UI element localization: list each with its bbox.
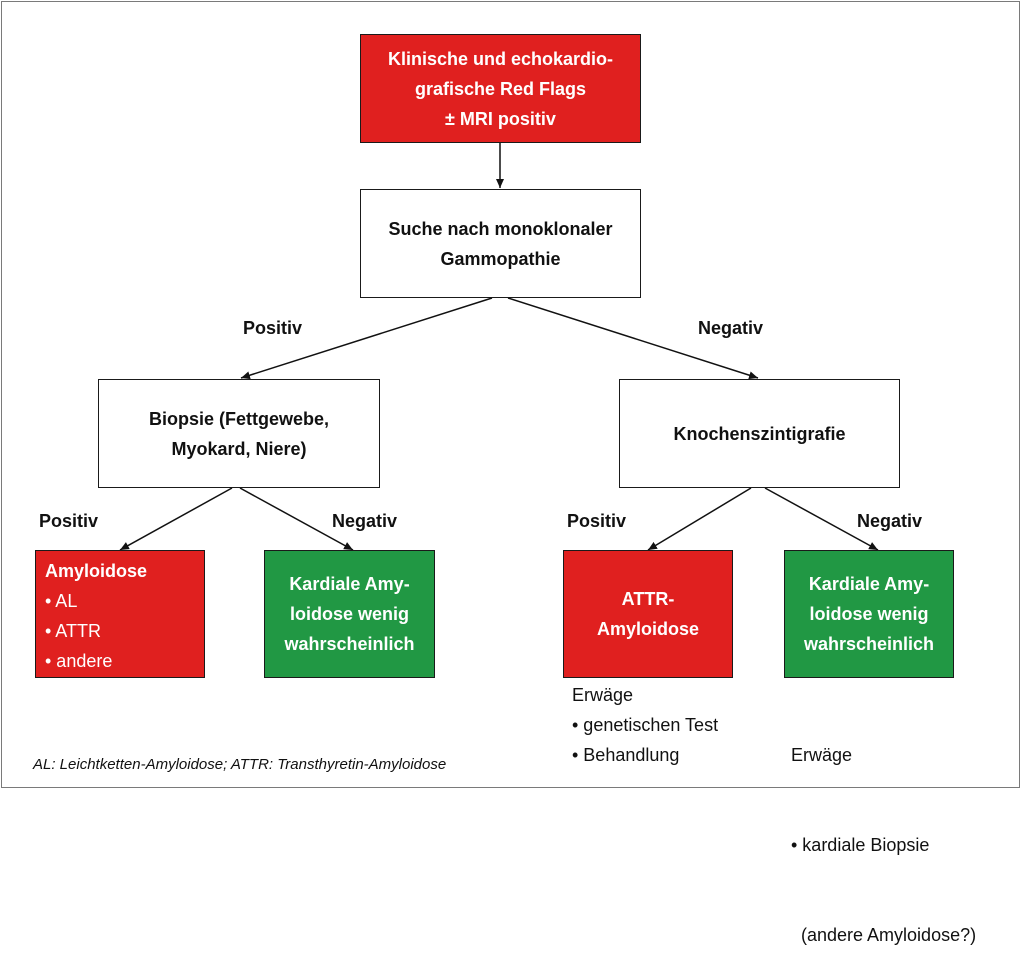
node-attr-line: Amyloidose [596, 619, 700, 639]
node-scintigraphy-line: Knochenszintigrafie [673, 423, 846, 444]
node-amyloidosis-item: • andere [45, 651, 113, 671]
node-gammopathy-search: Suche nach monoklonaler Gammopathie [360, 189, 641, 298]
edge-label-scint-negative: Negativ [857, 511, 923, 531]
edge-label-scint-positive: Positiv [567, 511, 627, 531]
node-amyloidosis-item: • AL [45, 591, 78, 611]
node-red-flags-line: grafische Red Flags [414, 78, 587, 99]
edge-label-search-positive: Positiv [243, 318, 303, 338]
node-red-flags-line: ± MRI positiv [445, 108, 556, 129]
node-unlikely-right-line: Kardiale Amy- [808, 574, 930, 594]
node-unlikely-right: Kardiale Amy- loidose wenig wahrscheinli… [784, 550, 954, 678]
node-red-flags-line: Klinische und echokardio- [387, 48, 614, 69]
note-unlikely-consider: Erwäge • kardiale Biopsie (andere Amyloi… [791, 680, 976, 980]
edge-label-search-negative: Negativ [698, 318, 764, 338]
note-unlikely-line: (andere Amyloidose?) [791, 925, 977, 945]
node-unlikely-left: Kardiale Amy- loidose wenig wahrscheinli… [264, 550, 435, 678]
node-unlikely-left-line: Kardiale Amy- [289, 574, 410, 594]
node-attr-amyloidosis: ATTR- Amyloidose [563, 550, 733, 678]
note-attr-consider: Erwäge • genetischen Test • Behandlung [572, 680, 718, 770]
arrow-biopsy-to-unlikely [239, 487, 354, 551]
arrow-scint-to-attr [647, 487, 752, 551]
node-amyloidosis: Amyloidose • AL • ATTR • andere [35, 550, 205, 678]
node-amyloidosis-title: Amyloidose [45, 561, 148, 581]
note-unlikely-line: • kardiale Biopsie [791, 835, 930, 855]
arrow-scint-to-unlikely [764, 487, 879, 551]
note-attr-line: Erwäge [572, 685, 634, 705]
node-attr-line: ATTR- [621, 589, 675, 609]
node-biopsy: Biopsie (Fettgewebe, Myokard, Niere) [98, 379, 380, 488]
node-unlikely-right-line: wahrscheinlich [803, 634, 935, 654]
node-biopsy-line: Biopsie (Fettgewebe, [148, 408, 330, 429]
arrow-search-to-biopsy [240, 297, 493, 380]
connectors [119, 143, 879, 551]
node-unlikely-left-line: wahrscheinlich [284, 634, 415, 654]
footnote-abbreviations: AL: Leichtketten-Amyloidose; ATTR: Trans… [33, 756, 447, 773]
node-amyloidosis-item: • ATTR [45, 621, 101, 641]
edge-label-biopsy-positive: Positiv [39, 511, 99, 531]
note-attr-line: • genetischen Test [572, 715, 719, 735]
node-unlikely-left-line: loidose wenig [289, 604, 409, 624]
note-unlikely-line: Erwäge [791, 745, 853, 765]
node-bone-scintigraphy: Knochenszintigrafie [619, 379, 900, 488]
figure-frame [1, 1, 1020, 788]
node-red-flags: Klinische und echokardio- grafische Red … [360, 34, 641, 143]
node-biopsy-line: Myokard, Niere) [171, 438, 307, 459]
arrow-search-to-scintigraphy [507, 297, 759, 380]
node-unlikely-right-line: loidose wenig [809, 604, 929, 624]
node-gammopathy-line: Gammopathie [440, 248, 561, 269]
note-attr-line: • Behandlung [572, 745, 680, 765]
edge-label-biopsy-negative: Negativ [332, 511, 398, 531]
node-gammopathy-line: Suche nach monoklonaler [388, 218, 613, 239]
arrow-biopsy-to-amyloidosis [119, 487, 233, 551]
